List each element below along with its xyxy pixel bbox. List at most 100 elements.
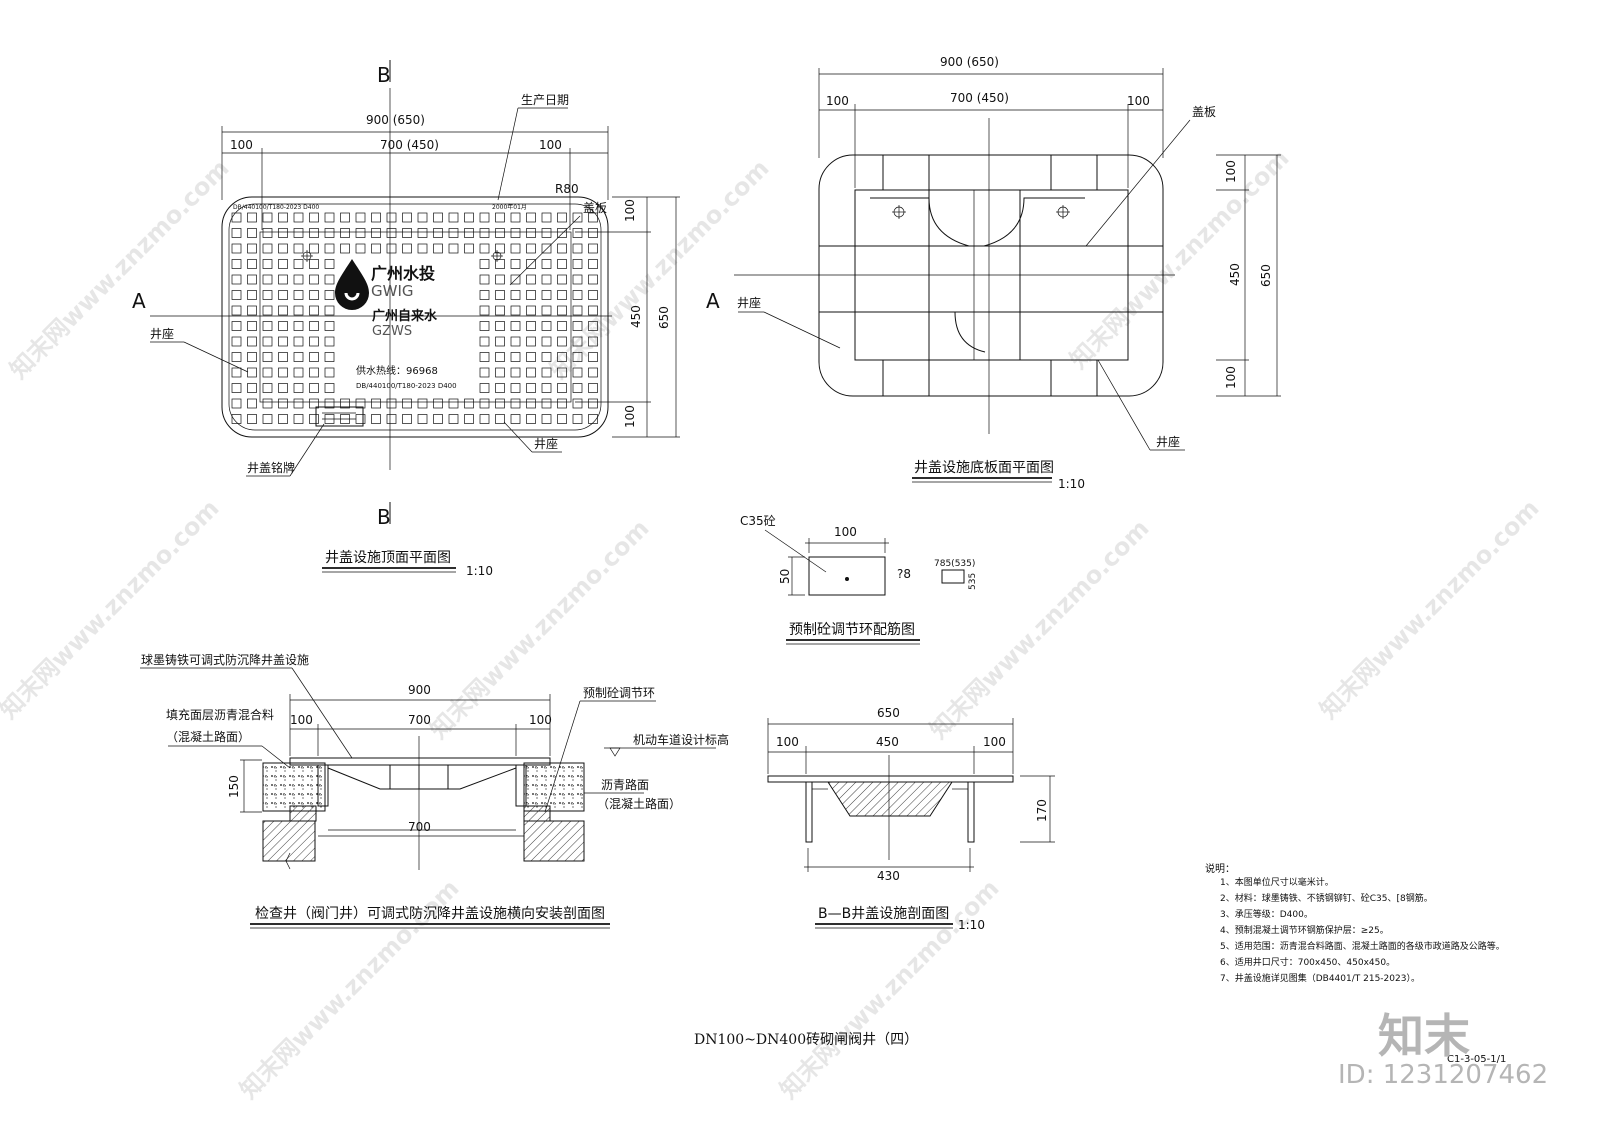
grid-cell [417, 228, 428, 238]
grid-cell [402, 414, 412, 424]
grid-cell [262, 305, 273, 316]
brand-name-1: 广州水投 [371, 264, 435, 283]
dim-v-top-bottom: 100 [1224, 160, 1238, 183]
grid-cell [479, 352, 490, 362]
grid-cell [247, 212, 257, 223]
grid-cell [262, 274, 273, 285]
grid-cell [247, 352, 257, 362]
bb-dim-bottom: 430 [877, 869, 900, 883]
install-dim-right: 100 [529, 713, 552, 727]
caption-ring: 预制砼调节环配筋图 [789, 621, 915, 638]
ring-small-dim-side: 535 [968, 573, 978, 590]
label-device: 球墨铸铁可调式防沉降井盖设施 [141, 652, 309, 667]
grid-cell [510, 336, 521, 347]
grid-cell [324, 367, 335, 378]
grid-cell [262, 383, 273, 393]
grid-cell [262, 259, 273, 269]
grid-cell [433, 212, 443, 223]
label-ring: 预制砼调节环 [583, 686, 655, 700]
grid-cell [526, 352, 536, 362]
top-plan-view: 广州水投 GWIG 广州自来水 GZWS 供水热线：96968 DB/44010… [132, 60, 680, 578]
grid-cell [278, 414, 288, 424]
grid-cell [278, 321, 288, 331]
dim-v-bot-bottom: 100 [1224, 366, 1238, 389]
label-production-date: 生产日期 [521, 93, 569, 107]
label-cover-bottom: 盖板 [1192, 105, 1216, 119]
grid-cell [231, 414, 242, 424]
dim-right-bottom: 100 [1127, 94, 1150, 108]
grid-cell [588, 259, 598, 269]
grid-cell [324, 336, 335, 347]
grid-cell [324, 398, 335, 409]
grid-cell [572, 228, 583, 238]
grid-cell [448, 228, 459, 238]
grid-cell [557, 212, 567, 223]
grid-cell [510, 367, 521, 378]
image-id: ID: 1231207462 [1338, 1060, 1548, 1090]
grid-cell [526, 228, 536, 238]
grid-cell [526, 367, 536, 378]
grid-cell [371, 243, 381, 254]
note-item: 6、适用井口尺寸：700x450、450x450。 [1220, 956, 1395, 968]
grid-cell [572, 398, 583, 409]
brand-code-1: GWIG [371, 282, 414, 300]
grid-cell [278, 398, 288, 409]
dim-v-mid-bottom: 450 [1228, 263, 1242, 286]
grid-cell [309, 228, 319, 238]
grid-cell [278, 212, 288, 223]
grid-cell [278, 274, 288, 285]
bb-dim-right: 100 [983, 735, 1006, 749]
grid-cell [572, 290, 583, 300]
grid-cell [557, 383, 567, 393]
grid-cell [479, 274, 490, 285]
grid-cell [293, 383, 304, 393]
grid-cell [588, 336, 598, 347]
bb-dim-height: 170 [1035, 799, 1049, 822]
grid-cell [293, 290, 304, 300]
bb-dim-overall: 650 [877, 706, 900, 720]
grid-cell [526, 274, 536, 285]
label-asphalt-1: 沥青路面 [601, 777, 649, 792]
grid-cell [495, 290, 505, 300]
watermark: 知末网www.znzmo.com [544, 154, 774, 384]
grid-cell [479, 321, 490, 331]
grid-cell [309, 305, 319, 316]
label-cover-plate: 盖板 [583, 201, 607, 215]
grid-cell [557, 228, 567, 238]
grid-cell [510, 414, 521, 424]
grid-cell [340, 243, 350, 254]
grid-cell [588, 398, 598, 409]
grid-cell [526, 290, 536, 300]
grid-cell [231, 290, 242, 300]
grid-cell [448, 398, 459, 409]
brand-name-2: 广州自来水 [372, 308, 438, 324]
grid-cell [371, 228, 381, 238]
label-asphalt-2: （混凝土路面） [597, 796, 681, 811]
grid-cell [309, 352, 319, 362]
grid-cell [309, 367, 319, 378]
grid-cell [355, 212, 366, 223]
grid-cell [526, 305, 536, 316]
ring-small-dim-top: 785(535) [934, 559, 975, 569]
grid-cell [293, 367, 304, 378]
grid-cell [231, 398, 242, 409]
grid-cell [247, 336, 257, 347]
watermark: 知末网www.znzmo.com [1064, 144, 1294, 374]
grid-cell [526, 398, 536, 409]
dim-v-bot: 100 [623, 405, 637, 428]
grid-cell [309, 290, 319, 300]
note-item: 1、本图单位尺寸以毫米计。 [1220, 876, 1334, 888]
grid-cell [588, 321, 598, 331]
grid-cell [278, 336, 288, 347]
grid-cell [324, 352, 335, 362]
sheet-title: DN100~DN400砖砌闸阀井（四） [694, 1032, 918, 1048]
grid-cell [402, 228, 412, 238]
install-dim-middle: 700 [408, 713, 431, 727]
grid-cell [495, 305, 505, 316]
grid-cell [433, 398, 443, 409]
grid-cell [479, 305, 490, 316]
grid-cell [572, 336, 583, 347]
grid-cell [309, 274, 319, 285]
grid-cell [510, 398, 521, 409]
grid-cell [278, 259, 288, 269]
